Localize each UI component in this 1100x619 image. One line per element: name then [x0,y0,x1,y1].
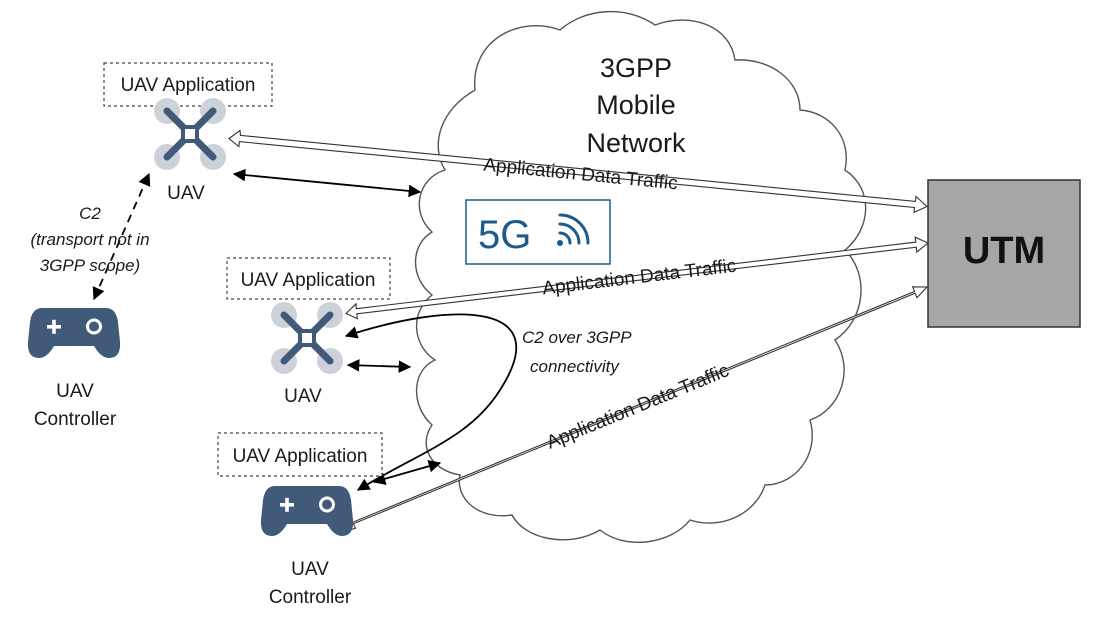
c2-3gpp-label: C2 over 3GPP connectivity [522,328,632,376]
utm-label: UTM [963,230,1045,272]
controller-bottom-app-label: UAV Application [233,446,368,467]
c2-direct-line3: 3GPP scope) [40,256,140,275]
c2-direct-line2: (transport not in [30,230,149,249]
gamepad-icon [259,484,355,538]
uav-mid: UAV Application UAV [226,257,391,407]
drone-icon [271,302,343,374]
wifi-signal-icon [557,213,590,246]
c2-3gpp-line2: connectivity [530,357,620,376]
c2-3gpp-line1: C2 over 3GPP [522,328,632,347]
controller-left-line2: Controller [34,409,117,430]
c2-direct-link [92,172,151,301]
c2-3gpp-link [344,313,518,491]
radio-link-uav-top [232,168,422,198]
controller-bottom-line1: UAV [291,559,329,580]
uav-mid-app-box [226,257,391,300]
drone-icon [154,98,226,170]
uav-top: UAV Application UAV [103,62,273,204]
uav-mid-app-label: UAV Application [241,270,376,291]
controller-left-line1: UAV [56,381,94,402]
cloud-title-line1: 3GPP [600,53,672,83]
c2-direct-label: C2 (transport not in 3GPP scope) [30,204,149,275]
controller-bottom-app-box [217,432,383,477]
controller-left: UAV Controller [26,306,122,430]
radio-link-uav-mid [346,359,412,373]
uav-mid-label: UAV [284,386,322,407]
5g-badge: 5G [465,199,611,265]
controller-bottom-line2: Controller [269,587,352,608]
uav-top-label: UAV [167,183,205,204]
utm-node: UTM [927,179,1081,328]
5g-label: 5G [478,213,531,257]
c2-direct-line1: C2 [79,204,101,223]
uav-top-app-label: UAV Application [121,75,256,96]
cloud-title-line2: Mobile [596,90,676,120]
gamepad-icon [26,306,122,360]
radio-link-controller [372,460,442,485]
uav-top-app-box [103,62,273,107]
cloud-title-line3: Network [586,128,686,158]
controller-bottom: UAV Application UAV Controller [217,432,383,608]
